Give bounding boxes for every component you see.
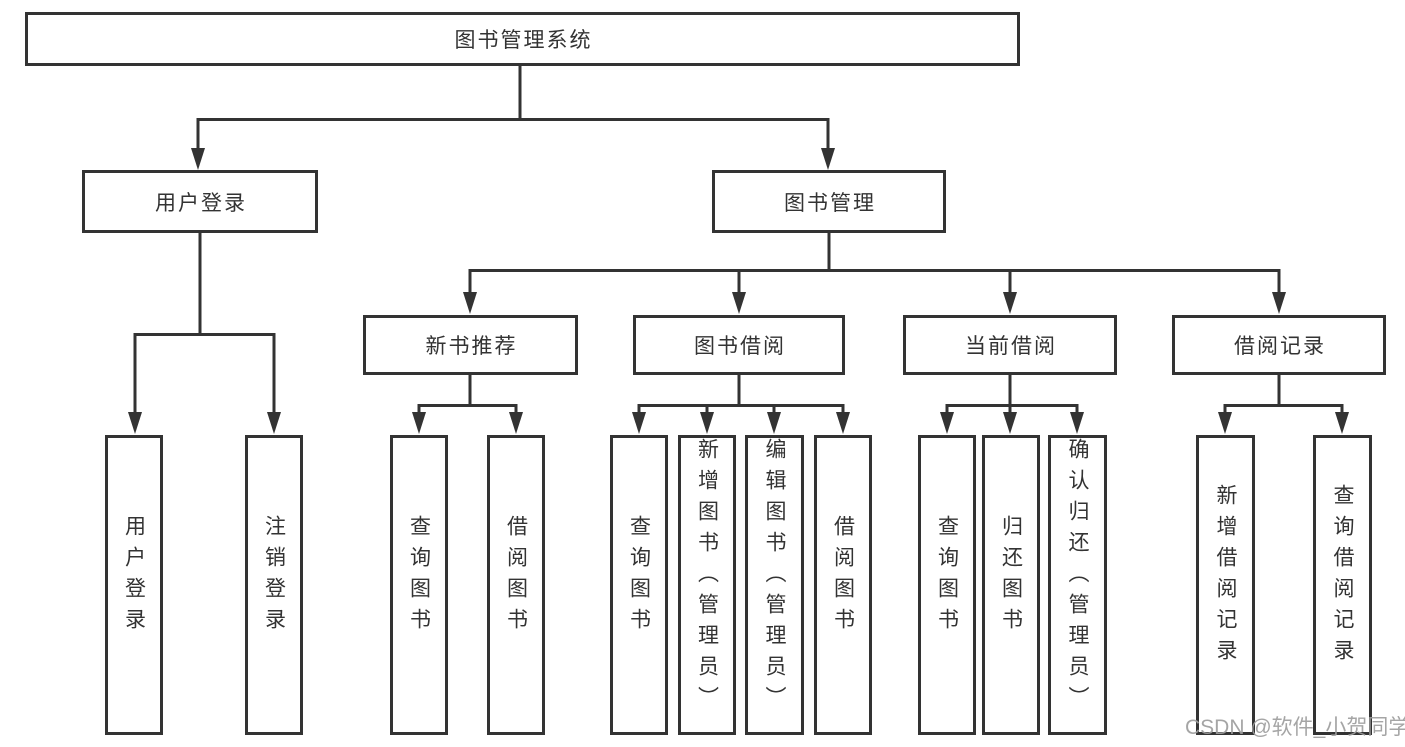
leaf-nb-query-books: 查询图书 — [390, 435, 448, 735]
leaf-br-query-record-label: 查询借阅记录 — [1331, 484, 1354, 670]
leaf-bb-edit-books-admin-label: 编辑图书（管理员） — [763, 437, 786, 717]
leaf-bb-query-books-label: 查询图书 — [627, 515, 651, 639]
leaf-logout-login-label: 注销登录 — [262, 515, 286, 639]
leaf-cb-confirm-return-admin: 确认归还（管理员） — [1048, 435, 1107, 735]
node-root-label: 图书管理系统 — [454, 29, 593, 52]
node-user-login: 用户登录 — [82, 170, 318, 233]
leaf-bb-add-books-admin: 新增图书（管理员） — [678, 435, 736, 735]
leaf-br-query-record: 查询借阅记录 — [1313, 435, 1372, 735]
node-book-borrowing-label: 图书借阅 — [694, 335, 786, 358]
watermark: CSDN @软件_小贺同学 — [1185, 716, 1405, 739]
leaf-user-login-label: 用户登录 — [122, 515, 146, 639]
leaf-bb-borrow-books: 借阅图书 — [814, 435, 872, 735]
leaf-br-add-record: 新增借阅记录 — [1196, 435, 1255, 735]
node-book-management: 图书管理 — [712, 170, 946, 233]
node-current-borrowing-label: 当前借阅 — [965, 335, 1057, 358]
leaf-cb-query-books: 查询图书 — [918, 435, 976, 735]
node-new-book-recommend-label: 新书推荐 — [425, 335, 518, 358]
leaf-bb-add-books-admin-label: 新增图书（管理员） — [695, 437, 719, 717]
leaf-bb-edit-books-admin: 编辑图书（管理员） — [745, 435, 804, 735]
leaf-cb-return-books-label: 归还图书 — [999, 515, 1023, 639]
node-current-borrowing: 当前借阅 — [903, 315, 1117, 375]
node-root: 图书管理系统 — [25, 12, 1020, 66]
leaf-nb-borrow-books: 借阅图书 — [487, 435, 545, 735]
node-new-book-recommend: 新书推荐 — [363, 315, 578, 375]
leaf-nb-borrow-books-label: 借阅图书 — [504, 515, 528, 639]
leaf-user-login: 用户登录 — [105, 435, 163, 735]
node-borrow-records-label: 借阅记录 — [1234, 335, 1326, 358]
leaf-bb-borrow-books-label: 借阅图书 — [831, 515, 855, 639]
node-book-borrowing: 图书借阅 — [633, 315, 845, 375]
leaf-bb-query-books: 查询图书 — [610, 435, 668, 735]
leaf-br-add-record-label: 新增借阅记录 — [1214, 484, 1237, 670]
leaf-nb-query-books-label: 查询图书 — [407, 515, 431, 639]
node-user-login-label: 用户登录 — [155, 191, 247, 215]
leaf-logout-login: 注销登录 — [245, 435, 303, 735]
leaf-cb-confirm-return-admin-label: 确认归还（管理员） — [1066, 437, 1089, 717]
node-book-management-label: 图书管理 — [784, 191, 876, 215]
leaf-cb-query-books-label: 查询图书 — [935, 515, 959, 639]
leaf-cb-return-books: 归还图书 — [982, 435, 1040, 735]
node-borrow-records: 借阅记录 — [1172, 315, 1386, 375]
